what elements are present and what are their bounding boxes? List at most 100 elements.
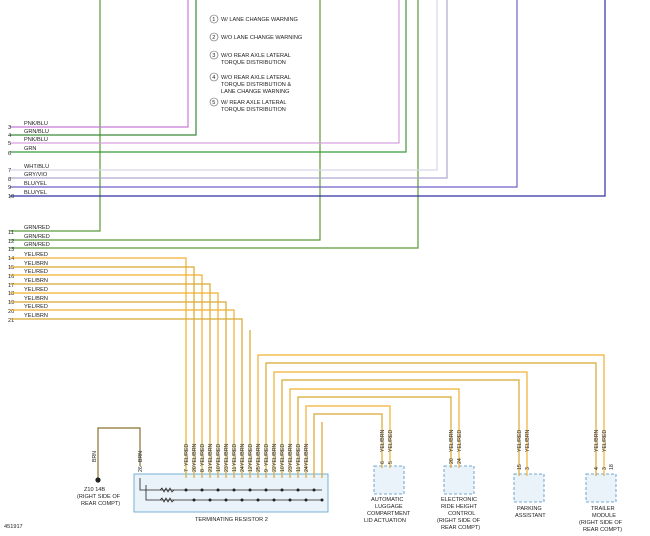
note-number: 3 xyxy=(212,53,215,59)
note-4: 4 W/O REAR AXLE LATERAL TORQUE DISTRIBUT… xyxy=(209,72,291,95)
svg-text:PARKING: PARKING xyxy=(517,506,542,512)
wire-yel-red-18 xyxy=(10,292,219,440)
wire-label: WHT/BLU xyxy=(24,164,49,170)
wire-label: GRN xyxy=(24,146,36,152)
svg-text:20: 20 xyxy=(192,466,198,472)
wire-yel-brn-17 xyxy=(10,283,211,440)
ground-label: Z10 14B xyxy=(84,487,105,493)
resistor-ground-pin: 26 xyxy=(138,466,144,472)
svg-text:24: 24 xyxy=(240,466,246,472)
row-number: 7 xyxy=(8,168,11,174)
svg-text:CONTROL: CONTROL xyxy=(448,511,475,517)
wire-yel-brn-19 xyxy=(10,301,227,440)
wire-to-trailer-red xyxy=(257,354,605,440)
svg-text:9: 9 xyxy=(264,469,270,472)
wire-label: YEL/BRN xyxy=(24,278,48,284)
bus-input-wires xyxy=(10,257,243,440)
svg-text:11: 11 xyxy=(232,467,238,472)
note-number: 2 xyxy=(212,35,215,41)
ground-point xyxy=(95,477,101,483)
wire-yel-red-20 xyxy=(10,309,235,440)
svg-text:AUTOMATIC: AUTOMATIC xyxy=(371,497,403,503)
resistor-junctions xyxy=(184,488,324,502)
row-number: 20 xyxy=(8,309,14,315)
svg-text:22: 22 xyxy=(272,466,278,472)
note-3: 3 W/O REAR AXLE LATERAL TORQUE DISTRIBUT… xyxy=(209,50,291,66)
svg-text:12: 12 xyxy=(248,466,254,472)
row-number: 18 xyxy=(8,291,14,297)
wire-grn-red-v1 xyxy=(10,0,101,232)
wire-to-luggage-red xyxy=(305,405,391,440)
wire-pnk-blu-v2 xyxy=(10,0,400,144)
svg-text:24: 24 xyxy=(457,458,463,464)
svg-text:YEL/BRN: YEL/BRN xyxy=(208,444,214,466)
note-text: W/O REAR AXLE LATERAL xyxy=(221,75,291,81)
note-text-line2: TORQUE DISTRIBUTION xyxy=(221,107,286,113)
component-parking-assistant: YEL/RED 15 YEL/BRN 3 PARKING ASSISTANT xyxy=(513,430,546,519)
svg-text:YEL/BRN: YEL/BRN xyxy=(192,444,198,466)
row-number: 6 xyxy=(8,151,11,157)
svg-text:10: 10 xyxy=(280,466,286,472)
row-number: 9 xyxy=(8,185,11,191)
note-number: 4 xyxy=(212,75,215,81)
svg-text:3: 3 xyxy=(525,467,531,470)
svg-text:REAR COMPT): REAR COMPT) xyxy=(441,525,480,531)
resistor-pin-stubs xyxy=(185,440,323,478)
wire-to-ride-red xyxy=(289,388,460,440)
note-text: W/O REAR AXLE LATERAL xyxy=(221,53,291,59)
trailer-tag: 18 xyxy=(609,464,615,470)
note-text: W/ REAR AXLE LATERAL xyxy=(221,100,287,106)
wire-label: PNK/BLU xyxy=(24,137,48,143)
svg-text:YEL/RED: YEL/RED xyxy=(232,444,238,466)
resistor-pin-labels: YEL/RED 7 YEL/BRN 20 YEL/RED 8 YEL/BRN 2… xyxy=(184,444,310,472)
svg-text:10: 10 xyxy=(216,466,222,472)
wire-pnk-blu-v1 xyxy=(10,0,189,128)
wire-label: BLU/YEL xyxy=(24,181,47,187)
row-number: 15 xyxy=(8,265,14,271)
row-number: 14 xyxy=(8,256,14,262)
wire-yel-brn-15 xyxy=(10,266,195,440)
ground-circuit: BRN Z10 14B (RIGHT SIDE OF REAR COMPT) B… xyxy=(77,427,144,507)
svg-text:YEL/BRN: YEL/BRN xyxy=(272,444,278,466)
svg-text:YEL/BRN: YEL/BRN xyxy=(380,430,386,452)
row-number: 5 xyxy=(8,141,11,147)
wire-label: YEL/BRN xyxy=(24,313,48,319)
svg-text:4: 4 xyxy=(594,467,600,470)
svg-text:YEL/RED: YEL/RED xyxy=(248,444,254,466)
wire-label: YEL/RED xyxy=(24,287,48,293)
svg-text:YEL/RED: YEL/RED xyxy=(264,444,270,466)
svg-text:24: 24 xyxy=(304,466,310,472)
wire-blu-yel-v2 xyxy=(10,0,606,197)
svg-text:20: 20 xyxy=(449,458,455,464)
svg-text:5: 5 xyxy=(388,461,394,464)
svg-text:YEL/RED: YEL/RED xyxy=(457,430,463,452)
svg-text:TRAILER: TRAILER xyxy=(591,506,615,512)
wire-labels: PNK/BLU 3 GRN/BLU 4 PNK/BLU 5 GRN 6 WHT/… xyxy=(8,121,50,324)
svg-text:21: 21 xyxy=(208,466,214,472)
svg-text:YEL/BRN: YEL/BRN xyxy=(525,430,531,452)
svg-text:YEL/RED: YEL/RED xyxy=(602,430,608,452)
svg-text:7: 7 xyxy=(184,469,190,472)
svg-text:YEL/RED: YEL/RED xyxy=(296,444,302,466)
note-2: 2 W/O LANE CHANGE WARNING xyxy=(209,32,302,42)
row-number: 13 xyxy=(8,247,14,253)
wire-to-parking-red xyxy=(273,371,528,440)
svg-text:YEL/RED: YEL/RED xyxy=(200,444,206,466)
row-number: 16 xyxy=(8,274,14,280)
svg-text:YEL/BRN: YEL/BRN xyxy=(240,444,246,466)
wire-label: YEL/BRN xyxy=(24,261,48,267)
svg-text:YEL/RED: YEL/RED xyxy=(517,430,523,452)
row-number: 10 xyxy=(8,194,14,200)
resistor-ground-wire: BRN xyxy=(138,451,144,462)
wire-to-parking-brn xyxy=(281,379,520,440)
svg-text:LUGGAGE: LUGGAGE xyxy=(375,504,403,510)
ground-label-line3: REAR COMPT) xyxy=(81,501,120,507)
wire-label: BLU/YEL xyxy=(24,190,47,196)
note-number: 5 xyxy=(212,100,215,106)
wire-yel-brn-21 xyxy=(10,318,243,440)
wire-grn-v1 xyxy=(10,0,407,153)
wire-label: YEL/RED xyxy=(24,304,48,310)
svg-text:YEL/BRN: YEL/BRN xyxy=(256,444,262,466)
wire-label: YEL/RED xyxy=(24,252,48,258)
figure-id: 451917 xyxy=(4,524,23,530)
